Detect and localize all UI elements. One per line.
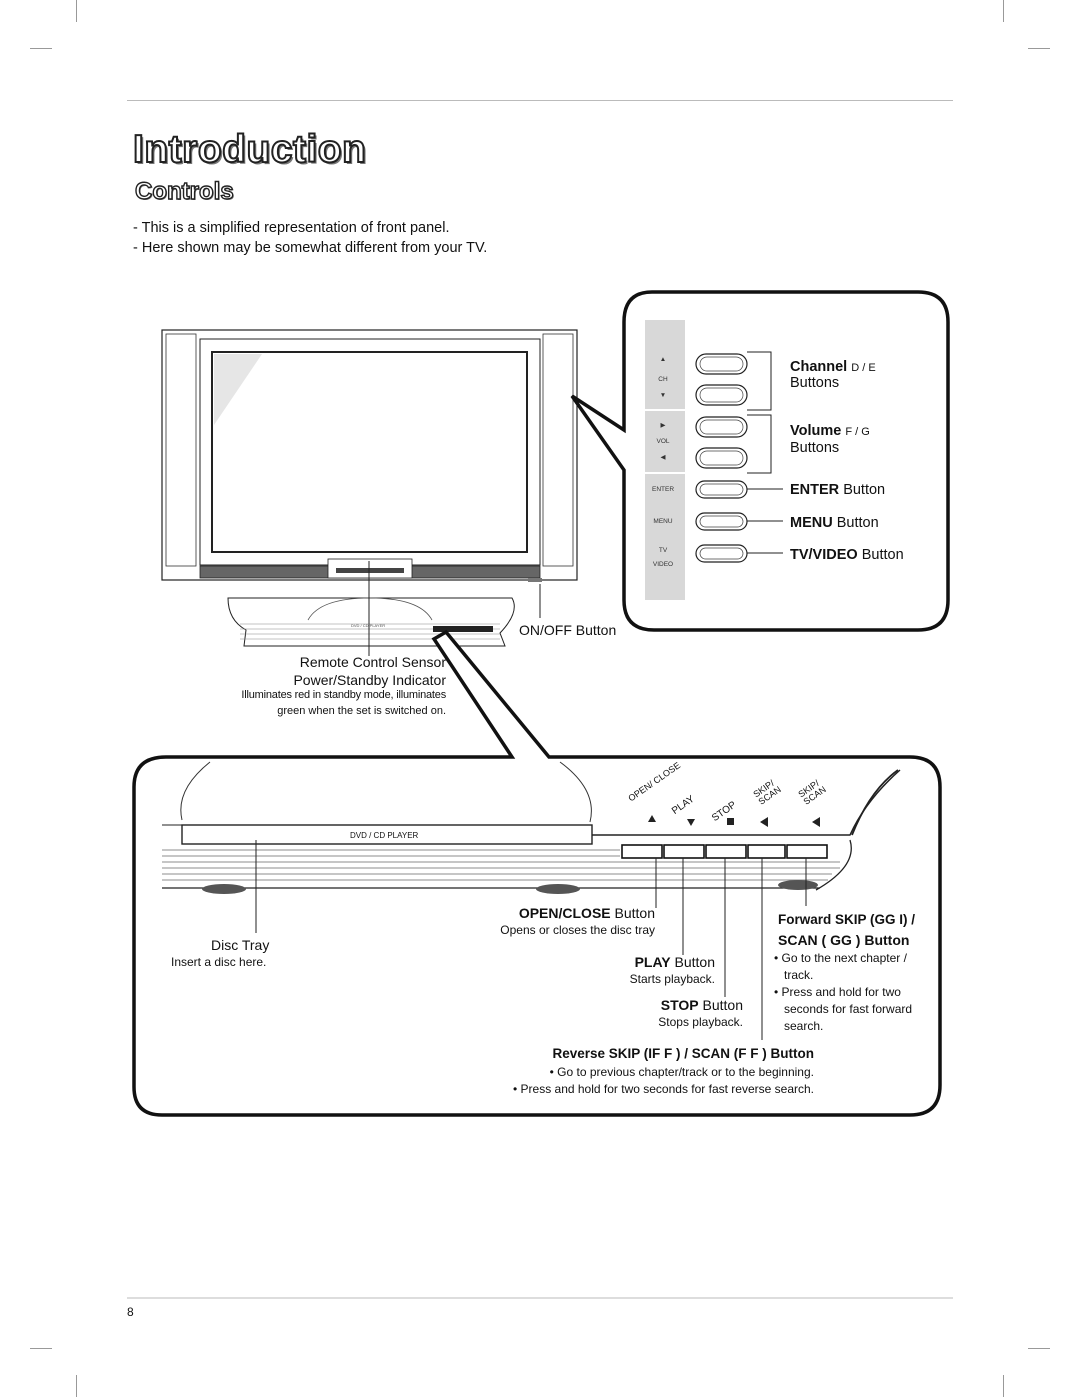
crop-mark	[30, 1348, 52, 1349]
power-indicator-label: Power/Standby Indicator	[293, 672, 446, 688]
fwd-skip-title: Forward SKIP (GG I) /	[778, 912, 916, 927]
ch-up-icon: ▲	[659, 356, 667, 363]
vol-down-icon: ◀	[660, 454, 666, 461]
volume-buttons-label: Buttons	[790, 440, 840, 456]
indicator-desc-1: Illuminates red in standby mode, illumin…	[241, 689, 446, 701]
fwd-bullet-1: • Go to the next chapter /	[774, 951, 907, 965]
tvvideo-name: TV/VIDEO	[790, 547, 858, 563]
vol-up-icon: ▶	[660, 422, 666, 429]
play-desc: Starts playback.	[629, 972, 715, 986]
open-close-callout: OPEN/CLOSE Button	[519, 905, 655, 921]
fwd-bullet-2c: search.	[784, 1019, 824, 1033]
menu-label: MENU	[653, 518, 673, 525]
fwd-bullet-2b: seconds for fast forward	[784, 1002, 913, 1016]
enter-suffix: Button	[843, 482, 886, 498]
indicator-desc-2: green when the set is switched on.	[277, 705, 446, 717]
stop-suffix: Button	[702, 997, 743, 1013]
disc-tray-label: Disc Tray	[211, 937, 270, 953]
crop-mark	[76, 1375, 77, 1397]
disc-tray-desc: Insert a disc here.	[171, 955, 267, 969]
volume-name: Volume	[790, 423, 842, 439]
play-name: PLAY	[634, 954, 671, 970]
stop-desc: Stops playback.	[658, 1015, 743, 1029]
channel-buttons-label: Buttons	[790, 375, 840, 391]
crop-mark	[76, 0, 77, 22]
tv-label: TV	[658, 547, 668, 554]
rev-skip-title: Reverse SKIP (IF F ) / SCAN (F F ) Butto…	[552, 1046, 814, 1061]
volume-keys: F / G	[845, 426, 870, 438]
crop-mark	[1028, 48, 1050, 49]
video-label: VIDEO	[652, 561, 674, 568]
channel-callout: Channel D / E	[790, 359, 876, 375]
page-title: Introduction	[132, 127, 367, 172]
crop-mark	[1003, 0, 1004, 22]
channel-name: Channel	[790, 359, 848, 375]
tvvideo-callout: TV/VIDEO Button	[790, 547, 904, 563]
open-close-suffix: Button	[614, 905, 655, 921]
fwd-bullet-2: • Press and hold for two	[774, 985, 901, 999]
channel-keys: D / E	[851, 362, 876, 374]
menu-callout: MENU Button	[790, 515, 879, 531]
header-rule	[127, 100, 953, 101]
page-number: 8	[127, 1305, 134, 1319]
play-suffix: Button	[674, 954, 715, 970]
stop-name: STOP	[660, 997, 699, 1013]
open-close-name: OPEN/CLOSE	[518, 905, 611, 921]
fwd-bullet-1b: track.	[784, 968, 814, 982]
crop-mark	[1028, 1348, 1050, 1349]
enter-label: ENTER	[651, 486, 675, 493]
rev-bullet-1: • Go to previous chapter/track or to the…	[549, 1065, 814, 1079]
rev-bullet-2: • Press and hold for two seconds for fas…	[512, 1082, 814, 1096]
onoff-label: ON/OFF Button	[519, 622, 617, 638]
play-callout: PLAY Button	[635, 954, 715, 970]
ch-down-icon: ▼	[659, 392, 667, 399]
fwd-scan-title: SCAN ( GG ) Button	[778, 932, 910, 948]
menu-suffix: Button	[836, 515, 879, 531]
section-title: Controls	[134, 177, 234, 205]
tvvideo-suffix: Button	[861, 547, 904, 563]
stand-slot-label: DVD / CD PLAYER	[351, 623, 386, 628]
stop-callout: STOP Button	[661, 997, 743, 1013]
open-close-desc: Opens or closes the disc tray	[500, 923, 655, 937]
intro-line-2: - Here shown may be somewhat different f…	[133, 240, 488, 256]
remote-sensor-label: Remote Control Sensor	[299, 654, 446, 670]
crop-mark	[30, 48, 52, 49]
crop-mark	[1003, 1375, 1004, 1397]
vol-label: VOL	[656, 438, 670, 445]
dvd-slot-label: DVD / CD PLAYER	[350, 831, 419, 840]
menu-name: MENU	[790, 515, 833, 531]
ch-label: CH	[658, 376, 668, 383]
volume-callout: Volume F / G	[790, 423, 870, 439]
enter-callout: ENTER Button	[790, 482, 885, 498]
intro-line-1: - This is a simplified representation of…	[133, 220, 450, 236]
enter-name: ENTER	[790, 482, 840, 498]
